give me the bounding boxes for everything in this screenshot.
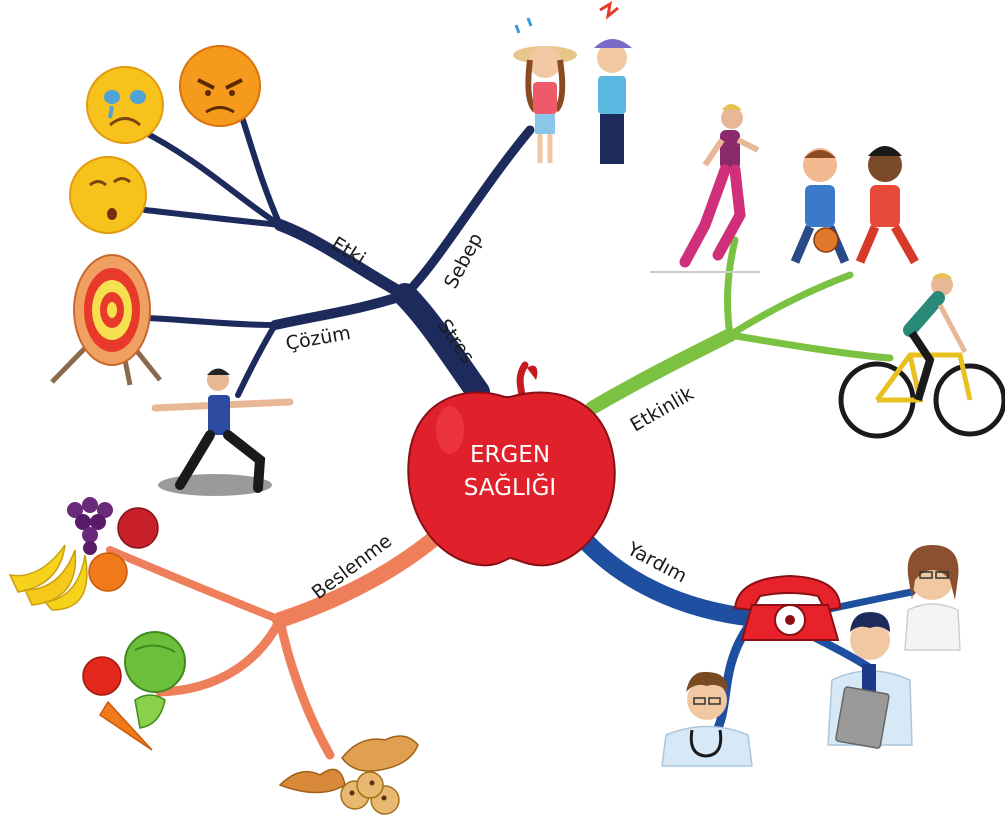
pastries-icon [278, 735, 419, 815]
angry-emoji-icon [179, 45, 261, 127]
stressed-kids-icon [513, 1, 632, 164]
nurse-icon [904, 545, 961, 651]
cyclist-icon [838, 273, 1005, 439]
fruits-icon [8, 497, 159, 611]
center-title-line1: ERGEN [470, 442, 550, 468]
runner-icon [650, 104, 760, 273]
etkinlik-branch [585, 236, 894, 415]
label-cozum: Çözüm [284, 322, 352, 355]
vegetables-icon [82, 631, 186, 751]
beslenme-branch [106, 517, 458, 760]
crying-emoji-icon [86, 66, 164, 144]
yoga-woman-icon [151, 368, 294, 496]
apple-icon [407, 361, 616, 567]
telephone-icon [733, 574, 842, 641]
sleepy-emoji-icon [69, 156, 147, 234]
stres-branch [137, 102, 535, 404]
basketball-kids-icon [790, 146, 919, 265]
doctor-clipboard-icon [827, 612, 913, 749]
doctor-icon [661, 671, 753, 767]
target-icon [50, 254, 162, 386]
center-title-line2: SAĞLIĞI [464, 473, 556, 501]
